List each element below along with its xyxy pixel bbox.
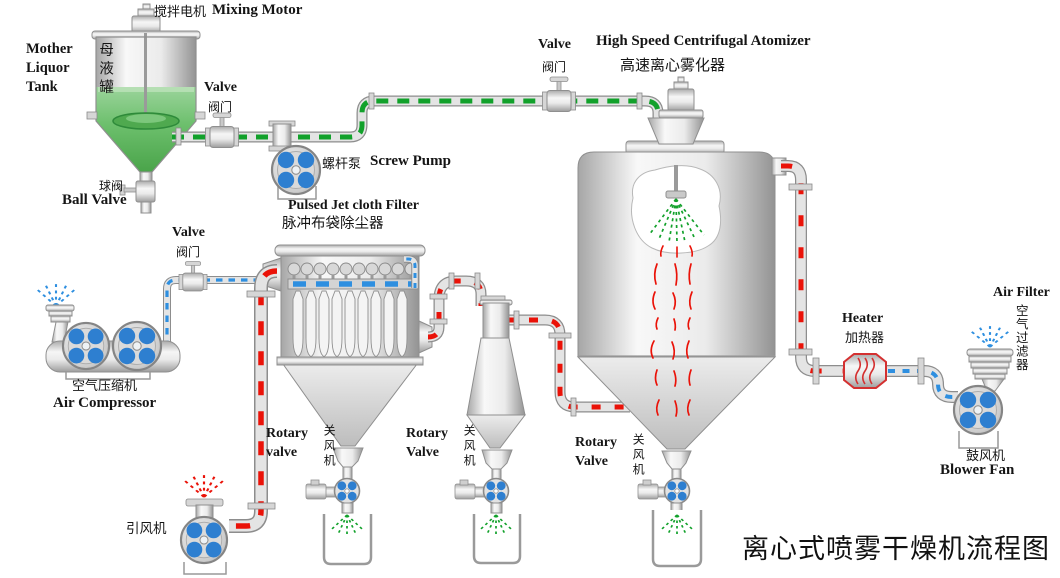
- atomizer-label-en: High Speed Centrifugal Atomizer: [596, 33, 811, 49]
- air-intake-spray-icon: [967, 323, 1013, 349]
- atomizer-label-zh: 高速离心雾化器: [620, 58, 726, 74]
- air-filter-label-en: Air Filter: [993, 285, 1050, 300]
- atomizer-disc-icon: [665, 190, 687, 199]
- heater-coil-icon: [854, 357, 876, 385]
- cyclone-feed-pipe: [427, 272, 487, 343]
- air-compressor-label-zh: 空气压缩机: [72, 378, 138, 393]
- tower-cutaway: [631, 165, 722, 254]
- rotary-valve-filter-label: Rotary valve 关风机: [266, 424, 336, 469]
- mother-liquor-tank-label-zh: 母液罐: [97, 42, 114, 98]
- air-valve-label-en: Valve: [172, 225, 205, 240]
- agitator-shaft: [144, 33, 147, 119]
- centrifugal-atomizer: [647, 76, 705, 145]
- compressor-impeller-icon: [111, 320, 163, 372]
- screw-pump-impeller-icon: [270, 144, 322, 196]
- feed-valve-label-zh: 阀门: [208, 100, 233, 114]
- mother-liquor-tank: [86, 3, 206, 214]
- mixing-motor-label-en: Mixing Motor: [212, 2, 303, 18]
- hot-air-pipe: [771, 157, 958, 403]
- cyclone-separator: [466, 295, 527, 449]
- rotary-valve-filter-label-zh: 关风机: [322, 424, 337, 469]
- rotary-valve-rotor-icon: [663, 477, 691, 505]
- pulse-air-pipe: [404, 255, 419, 288]
- blower-fan-label-en: Blower Fan: [940, 462, 1015, 478]
- induced-fan-impeller-icon: [179, 515, 229, 565]
- compressed-air-pipe: [163, 276, 268, 347]
- rotary-valve-dryer-label-zh: 关风机: [631, 433, 646, 478]
- rotary-valve-cyclone: [454, 449, 522, 565]
- rotary-valve-dryer: [637, 450, 703, 568]
- air-valve-icon: [178, 261, 208, 292]
- heater-label-en: Heater: [842, 311, 884, 326]
- air-filter-label-zh: 空气过滤器: [1013, 304, 1028, 372]
- mother-liquor-tank-label: Mother Liquor Tank 母液罐: [26, 40, 113, 98]
- induced-draft-fan-label-zh: 引风机: [126, 521, 167, 536]
- screw-pump-label-en: Screw Pump: [370, 153, 451, 169]
- screw-pump: [268, 120, 322, 200]
- bag-filter-label-zh: 脉冲布袋除尘器: [282, 216, 384, 232]
- rotary-valve-dryer-label-en: Rotary Valve: [575, 435, 617, 469]
- exhaust-downpipe: [229, 264, 278, 533]
- diagram-title: 离心式喷雾干燥机流程图: [742, 534, 1050, 564]
- atomizer-spray: [648, 198, 705, 244]
- ball-valve-icon: [119, 180, 156, 214]
- atomizer-valve-label-en: Valve: [538, 37, 571, 52]
- compressor-impeller-icon: [61, 321, 111, 371]
- rotary-valve-cyclone-label: Rotary Valve 关风机: [406, 424, 476, 469]
- pulse-manifold: [287, 278, 419, 290]
- blower-fan-label-zh: 鼓风机: [966, 448, 1006, 463]
- heater-label-zh: 加热器: [845, 330, 885, 345]
- feed-pipe: [172, 92, 664, 146]
- powder-container: [651, 510, 703, 568]
- spray-dryer-tower: [576, 140, 777, 450]
- tower-droplets: [650, 263, 693, 417]
- atomizer-valve-label-zh: 阀门: [542, 60, 567, 74]
- rotary-valve-rotor-icon: [333, 477, 361, 505]
- mother-liquor-tank-label-en: Mother Liquor Tank: [26, 41, 73, 95]
- filter-bags: [292, 290, 408, 358]
- rotary-valve-motor-icon: [454, 479, 486, 500]
- rotary-valve-filter: [305, 447, 373, 566]
- rotary-valve-filter-label-en: Rotary valve: [266, 426, 308, 460]
- blower-impeller-icon: [952, 384, 1004, 436]
- powder-container: [322, 514, 373, 566]
- air-filter: [966, 323, 1014, 392]
- pulsed-jet-cloth-filter: [262, 244, 433, 447]
- air-valve-label-zh: 阀门: [176, 245, 201, 259]
- screw-pump-label-zh: 螺杆泵: [322, 156, 362, 171]
- tower-exhaust-pipe: [506, 310, 630, 417]
- atomizer-valve-icon: [542, 76, 576, 112]
- atomizer-motor-icon: [667, 88, 695, 112]
- rotary-valve-cyclone-label-zh: 关风机: [462, 424, 477, 469]
- ball-valve-label-zh: 球阀: [99, 179, 124, 193]
- exhaust-spray-icon: [181, 472, 227, 499]
- filter-outlet-port: [418, 320, 433, 354]
- bag-filter-label-en: Pulsed Jet cloth Filter: [288, 198, 420, 213]
- feed-valve-label-en: Valve: [204, 80, 237, 95]
- compressor-intake-spray-icon: [33, 281, 79, 308]
- rotary-valve-motor-icon: [637, 479, 669, 500]
- blower-fan: [952, 384, 1004, 449]
- powder-container: [472, 514, 522, 565]
- ball-valve-label-en: Ball Valve: [62, 192, 127, 208]
- air-compressor: [33, 281, 181, 380]
- air-compressor-label-en: Air Compressor: [53, 395, 157, 411]
- heater: [843, 353, 887, 389]
- mixing-motor-label-zh: 搅拌电机: [154, 4, 207, 19]
- rotary-valve-dryer-label: Rotary Valve 关风机: [575, 433, 645, 478]
- feed-valve-icon: [205, 112, 239, 148]
- rotary-valve-motor-icon: [305, 479, 337, 500]
- induced-draft-fan: [179, 472, 229, 575]
- rotary-valve-cyclone-label-en: Rotary Valve: [406, 426, 448, 460]
- rotary-valve-rotor-icon: [482, 477, 510, 505]
